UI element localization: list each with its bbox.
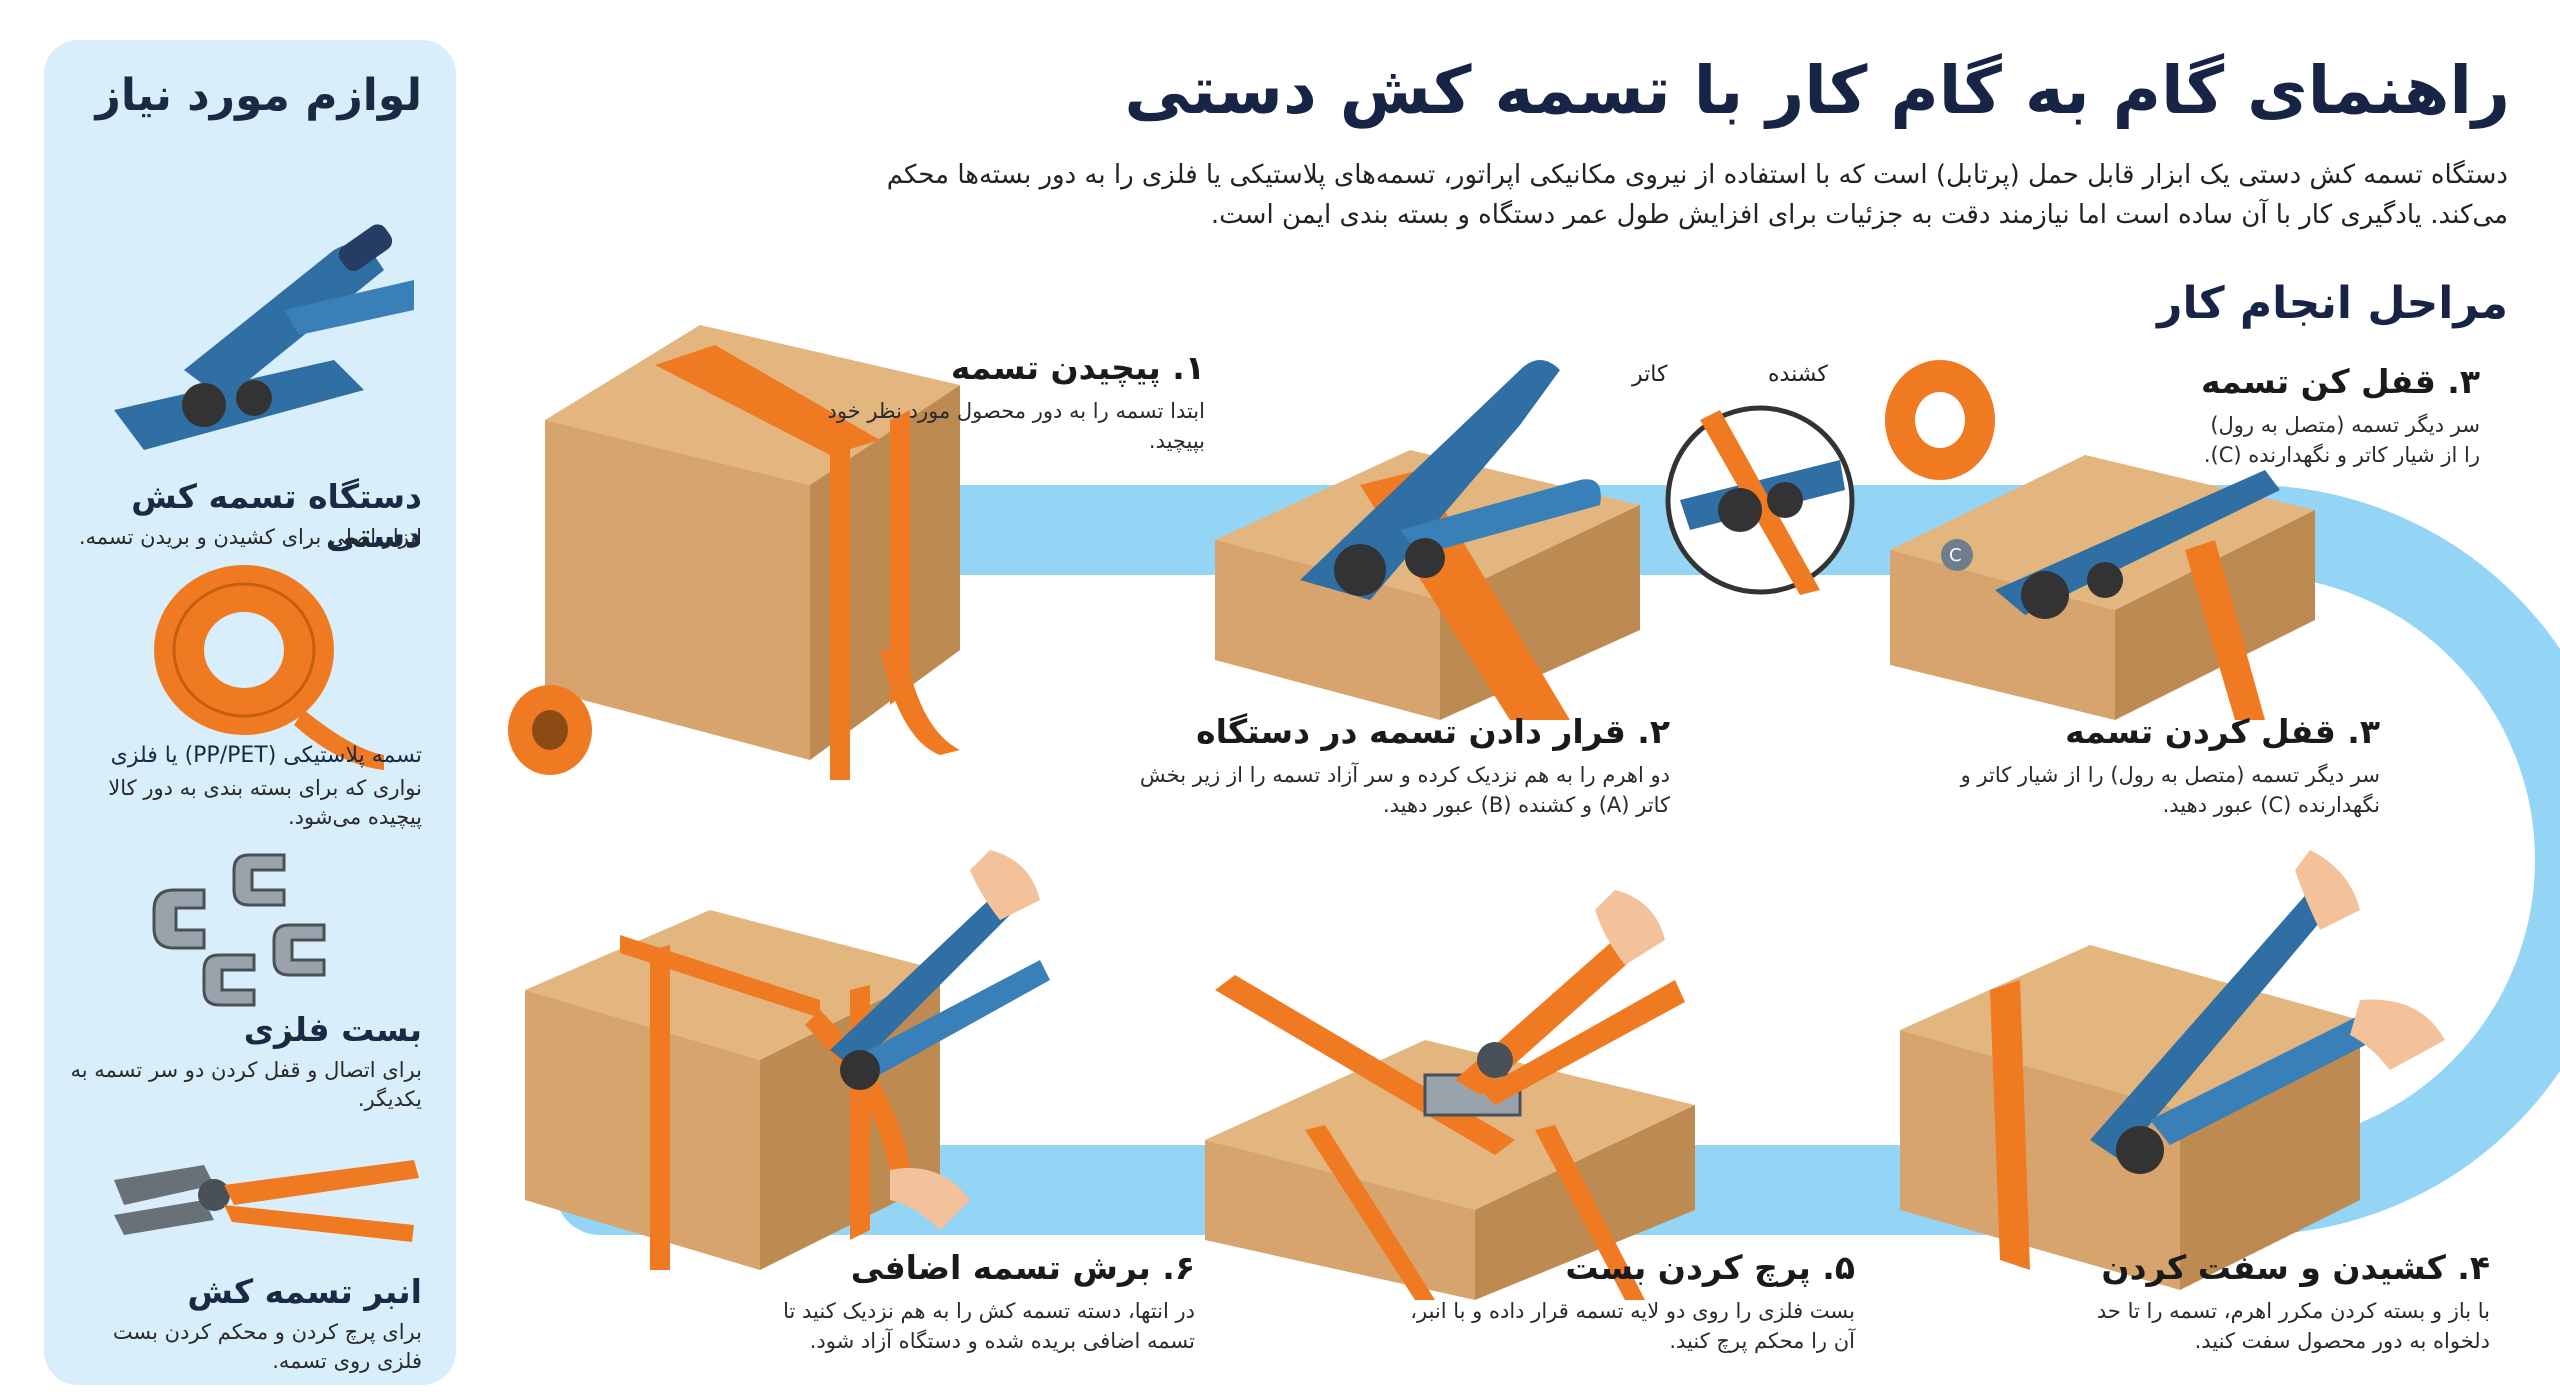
step-2-desc: دو اهرم را به هم نزدیک کرده و سر آزاد تس… — [1139, 763, 1670, 817]
supply-name-strap: تسمه پلاستیکی (PP/PET) یا فلزی — [110, 743, 422, 768]
supply-name-seal: بست فلزی — [243, 1010, 422, 1049]
step3-lock-strap-illustration — [1885, 360, 2315, 720]
detail-zoom-circle — [1665, 405, 1855, 595]
step4-tensioning-illustration — [1900, 850, 2445, 1290]
strapping-tool-icon — [114, 224, 414, 450]
page-title: راهنمای گام به گام کار با تسمه کش دستی — [1124, 52, 2510, 129]
step5-crimping-illustration — [1205, 890, 1695, 1300]
step-3-desc-top: سر دیگر تسمه (متصل به رول) را از شیار کا… — [2203, 413, 2480, 467]
step-1-title: ۱. پیچیدن تسمه — [950, 348, 1205, 387]
callout-tensioner: کشنده — [1768, 362, 1828, 387]
step-3-title-top: ۳. قفل کن تسمه — [2201, 362, 2480, 401]
step-5-desc: بست فلزی را روی دو لایه تسمه قرار داده و… — [1410, 1299, 1855, 1353]
callout-c-marker: C — [1949, 545, 1962, 566]
supply-desc-strap: نواری که برای بسته بندی به دور کالا پیچی… — [108, 776, 422, 829]
supply-name-pliers: انبر تسمه کش — [187, 1272, 422, 1311]
step-4-title: ۴. کشیدن و سفت کردن — [2101, 1248, 2490, 1287]
strap-roll-icon — [154, 565, 384, 770]
intro-text: دستگاه تسمه کش دستی یک ابزار قابل حمل (پ… — [886, 160, 2508, 230]
step-6-desc: در انتها، دسته تسمه کش را به هم نزدیک کن… — [783, 1299, 1195, 1353]
callout-cutter: کاتر — [1632, 362, 1668, 387]
supplies-heading: لوازم مورد نیاز — [95, 70, 422, 121]
sealer-pliers-icon — [114, 1160, 419, 1242]
step1-wrapped-box-illustration — [508, 325, 960, 780]
step-3-title: ۳. قفل کردن تسمه — [2065, 712, 2380, 751]
step-6-title: ۶. برش تسمه اضافی — [850, 1248, 1195, 1287]
supply-name-tool: دستگاه تسمه کش دستی — [131, 477, 422, 555]
step-1-desc: ابتدا تسمه را به دور محصول مورد نظر خود … — [827, 399, 1205, 453]
supply-desc-seal: برای اتصال و قفل کردن دو سر تسمه به یکدی… — [70, 1058, 422, 1111]
metal-seals-icon — [152, 853, 326, 1007]
steps-heading: مراحل انجام کار — [2157, 278, 2508, 329]
step-3-desc: سر دیگر تسمه (متصل به رول) را از شیار کا… — [1960, 763, 2380, 817]
step6-cutting-illustration — [525, 850, 1050, 1270]
supply-desc-tool: ابزار اصلی برای کشیدن و بریدن تسمه. — [78, 525, 422, 549]
supply-desc-pliers: برای پرچ کردن و محکم کردن بست فلزی روی ت… — [112, 1320, 422, 1373]
step-5-title: ۵. پرچ کردن بست — [1565, 1248, 1855, 1287]
step2-tool-on-box-illustration — [1215, 360, 1640, 720]
step-2-title: ۲. قرار دادن تسمه در دستگاه — [1196, 712, 1670, 751]
supplies-panel: لوازم مورد نیاز دستگاه تسمه کش دستی ابزا… — [44, 40, 456, 1385]
step-4-desc: با باز و بسته کردن مکرر اهرم، تسمه را تا… — [2096, 1299, 2490, 1353]
